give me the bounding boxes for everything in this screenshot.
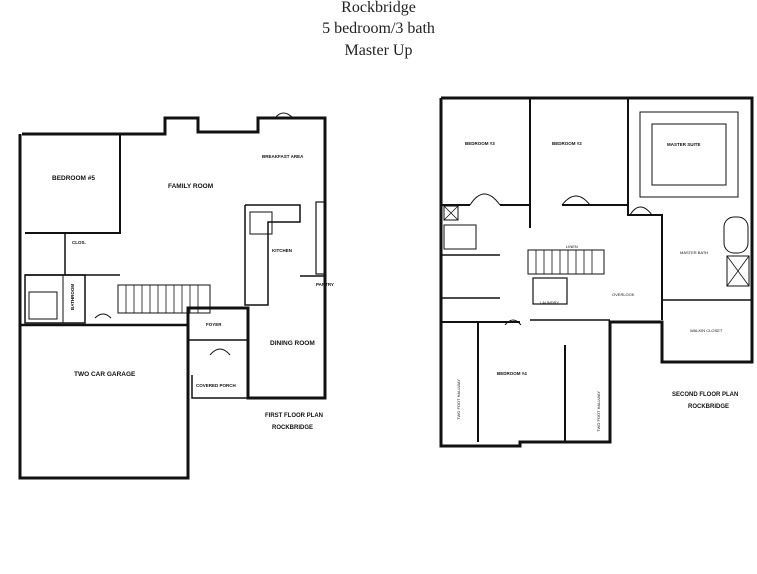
first-floor-stairs bbox=[117, 284, 211, 314]
foyer-label: FOYER bbox=[206, 322, 222, 327]
pantry-label: PANTRY bbox=[316, 282, 334, 287]
bedroom2-label: BEDROOM #2 bbox=[552, 141, 582, 146]
laundry-label: LAUNDRY bbox=[540, 300, 559, 305]
breakfast-area-label: BREAKFAST AREA bbox=[262, 154, 304, 159]
garage-label: TWO CAR GARAGE bbox=[74, 371, 136, 378]
master-bath-label: MASTER BATH bbox=[680, 250, 708, 255]
bedroom3-label: BEDROOM #3 bbox=[465, 141, 495, 146]
bathroom-label: BATHROOM bbox=[70, 284, 75, 310]
first-floor-plan-name: ROCKBRIDGE bbox=[272, 425, 313, 431]
bedroom5-wall bbox=[25, 134, 121, 234]
overlook-label: OVERLOOK bbox=[612, 292, 635, 297]
plan-subtitle: 5 bedroom/3 bath bbox=[322, 20, 435, 37]
bedroom5-label: BEDROOM #5 bbox=[52, 175, 95, 182]
two-foot-hallway-right-label: TWO FOOT HALLWAY bbox=[596, 391, 601, 432]
walk-in-closet-label: WALKIN CLOSET bbox=[690, 328, 723, 333]
second-floor-plan bbox=[439, 96, 754, 448]
plan-title: Rockbridge bbox=[341, 0, 416, 16]
plan-tagline: Master Up bbox=[344, 42, 413, 59]
second-floor-caption: SECOND FLOOR PLAN bbox=[672, 392, 738, 398]
two-foot-hallway-left-label: TWO FOOT HALLWAY bbox=[456, 379, 461, 420]
master-suite-label: MASTER SUITE bbox=[667, 142, 701, 147]
first-floor-outer-wall bbox=[18, 116, 327, 480]
second-floor-outer-wall bbox=[439, 96, 754, 448]
kitchen-label: KITCHEN bbox=[272, 248, 292, 253]
first-floor-bathroom bbox=[24, 274, 86, 324]
linen-label: LINEN bbox=[566, 244, 578, 249]
second-floor-stairs bbox=[527, 249, 605, 275]
master-suite-tray bbox=[639, 111, 739, 198]
closet-label: CLOS. bbox=[72, 240, 86, 245]
covered-porch-label: COVERED PORCH bbox=[196, 383, 236, 388]
first-floor-caption: FIRST FLOOR PLAN bbox=[265, 413, 323, 419]
family-room-label: FAMILY ROOM bbox=[168, 183, 213, 190]
kitchen-counter bbox=[244, 204, 301, 306]
bedroom4-label: BEDROOM #4 bbox=[497, 371, 527, 376]
first-floor-plan bbox=[18, 112, 327, 480]
dining-room-label: DINING ROOM bbox=[270, 340, 315, 347]
second-floor-plan-name: ROCKBRIDGE bbox=[688, 404, 729, 410]
